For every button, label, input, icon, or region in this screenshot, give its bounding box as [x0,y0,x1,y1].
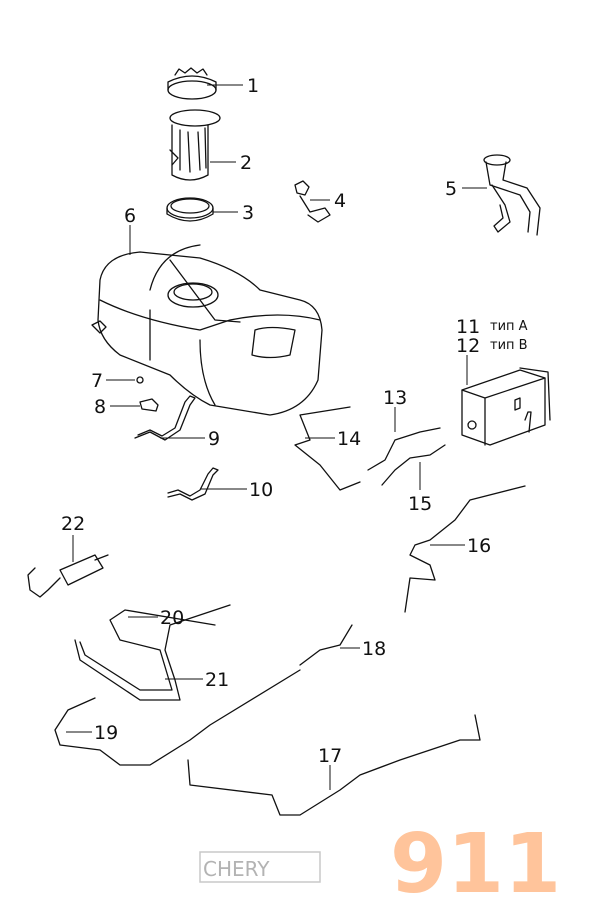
part-hose-18 [299,624,353,666]
part-fuel-tank [91,244,323,416]
part-strap-9 [134,395,196,441]
part-bracket [139,398,159,412]
part-filler-neck [483,154,541,236]
callout-6: 6 [124,205,136,227]
callout-3: 3 [242,202,254,224]
callout-16: 16 [467,535,491,557]
watermark: CHERY 911 [199,817,561,900]
callout-20: 20 [160,607,184,629]
part-canister [461,367,551,446]
callout-18: 18 [362,638,386,660]
part-sensor [294,180,331,223]
callout-5: 5 [445,178,457,200]
part-fuel-pump [169,109,221,181]
callout-13: 13 [383,387,407,409]
callout-7: 7 [91,370,103,392]
watermark-brand: CHERY [203,857,270,881]
callout-14: 14 [337,428,361,450]
part-line-21 [74,604,231,701]
variant-type-b: тип B [490,338,528,353]
part-lock-ring [167,67,217,100]
part-pipe-14 [294,406,361,491]
callouts: 1 2 3 4 5 6 7 8 9 10 11 тип A 12 тип B 1… [61,75,528,767]
part-strap-10 [167,467,219,501]
part-hose-15 [381,444,446,486]
part-pipe-16 [404,485,526,613]
leader-lines [66,84,487,790]
callout-1: 1 [247,75,259,97]
callout-11: 11 [456,316,480,338]
part-hose-13 [367,427,441,471]
callout-9: 9 [208,428,220,450]
callout-22: 22 [61,513,85,535]
part-line-17 [187,714,481,816]
part-fuel-filter [27,554,109,598]
callout-12: 12 [456,335,480,357]
callout-21: 21 [205,669,229,691]
callout-17: 17 [318,745,342,767]
callout-19: 19 [94,722,118,744]
part-line-19 [54,669,301,766]
callout-10: 10 [249,479,273,501]
variant-type-a: тип A [490,319,528,334]
part-gasket [166,197,214,222]
callout-8: 8 [94,396,106,418]
callout-2: 2 [240,152,252,174]
callout-15: 15 [408,493,432,515]
part-clip [136,376,144,384]
callout-4: 4 [334,190,346,212]
watermark-number: 911 [390,817,561,900]
part-line-20 [79,609,216,691]
